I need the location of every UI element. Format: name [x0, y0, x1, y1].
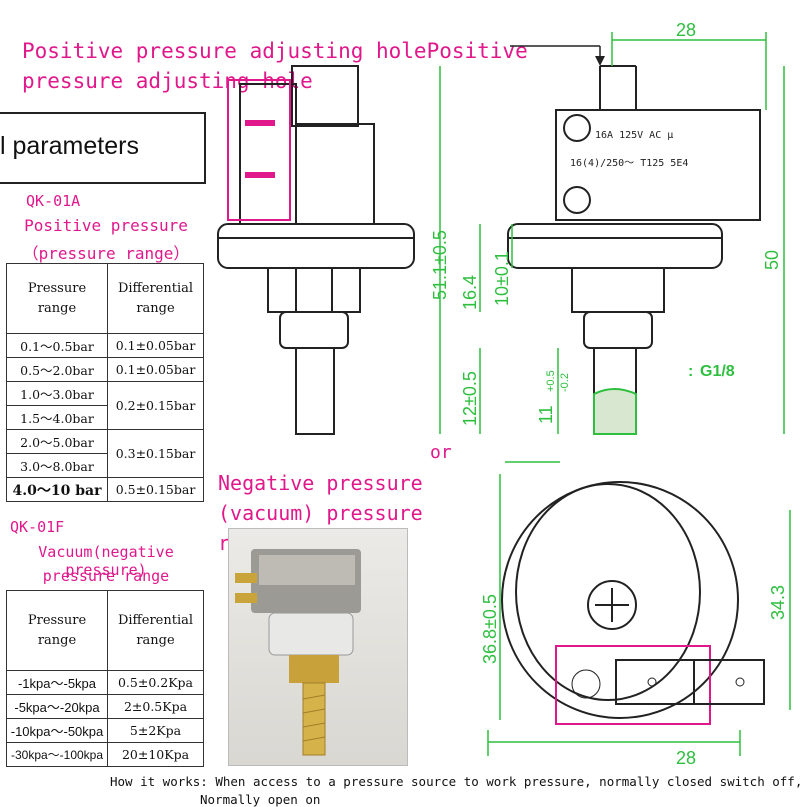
dim-16-4: 16.4	[460, 275, 480, 310]
negative-model: QK-01F	[10, 518, 65, 536]
col-differential-range: Differential range	[107, 263, 204, 334]
how-it-works-line1: How it works: When access to a pressure …	[110, 774, 800, 789]
product-photo	[228, 528, 408, 766]
table-cell: -30kpa～-100kpa	[6, 742, 108, 767]
table-cell: 5±2Kpa	[107, 718, 204, 743]
dim-10: 10±0.1	[492, 251, 512, 306]
positive-model: QK-01A	[26, 192, 81, 210]
bottom-terminal-highlight	[555, 645, 711, 725]
table-cell: 0.1±0.05bar	[107, 357, 204, 382]
table-cell: 0.5±0.2Kpa	[107, 670, 204, 695]
negative-title: Vacuum(negative pressure)	[38, 543, 174, 579]
table-cell: 0.1±0.05bar	[107, 333, 204, 358]
front-view-right	[507, 65, 761, 435]
col-differential-range: Differential range	[107, 590, 204, 671]
col-pressure-range: Pressure range	[6, 263, 108, 334]
switch-rating-2: 16(4)/250～ T125 5E4	[570, 158, 688, 169]
dim-34-3: 34.3	[768, 585, 788, 620]
params-header-box	[0, 112, 206, 184]
table-cell: 3.0～8.0bar	[6, 453, 108, 478]
negative-range-table: Pressure range Differential range -1kpa～…	[6, 590, 204, 767]
table-cell: -5kpa～-20kpa	[6, 694, 108, 719]
dim-height-body: 51.1±0.5	[430, 230, 450, 300]
dim-11-tol-minus: -0.2	[559, 373, 571, 392]
terminal-highlight	[227, 79, 291, 221]
switch-rating-1: 16A 125V AC μ	[595, 130, 673, 141]
pressure-switch-photo-icon	[235, 549, 361, 756]
table-cell: 1.5～4.0bar	[6, 405, 108, 430]
side-view-left	[217, 65, 415, 435]
dimension-lines	[439, 32, 791, 756]
positive-subtitle: （pressure range）	[22, 244, 190, 263]
table-cell: 4.0～10 bar	[6, 477, 108, 502]
table-cell: 2.0～5.0bar	[6, 429, 108, 454]
table-cell: 20±10Kpa	[107, 742, 204, 767]
table-cell: -10kpa～-50kpa	[6, 718, 108, 743]
dim-36-8: 36.8±0.5	[480, 594, 500, 664]
positive-range-table: Pressure range Differential range 0.1～0.…	[6, 263, 204, 502]
table-cell: 0.5±0.15bar	[107, 477, 204, 502]
dim-11: 11	[536, 405, 556, 424]
dim-12: 12±0.5	[460, 371, 480, 426]
table-cell: 0.5～2.0bar	[6, 357, 108, 382]
thread-size: G1/8	[700, 363, 735, 380]
table-cell: 0.1～0.5bar	[6, 333, 108, 358]
params-title: l parameters	[0, 132, 139, 160]
positive-title: Positive pressure	[24, 216, 188, 235]
thread-prefix: :	[688, 363, 693, 380]
dim-11-tol-plus: +0.5	[545, 370, 557, 392]
negative-subtitle: pressure range	[42, 567, 170, 585]
dim-width-bottom: 28	[676, 748, 696, 768]
dim-width-top: 28	[676, 20, 696, 40]
dim-height-total: 50	[762, 250, 782, 270]
table-cell: 1.0～3.0bar	[6, 381, 108, 406]
table-cell: 0.3±0.15bar	[107, 429, 204, 478]
bottom-view	[501, 481, 739, 719]
table-cell: -1kpa～-5kpa	[6, 670, 108, 695]
fragment-or: or	[430, 442, 452, 463]
